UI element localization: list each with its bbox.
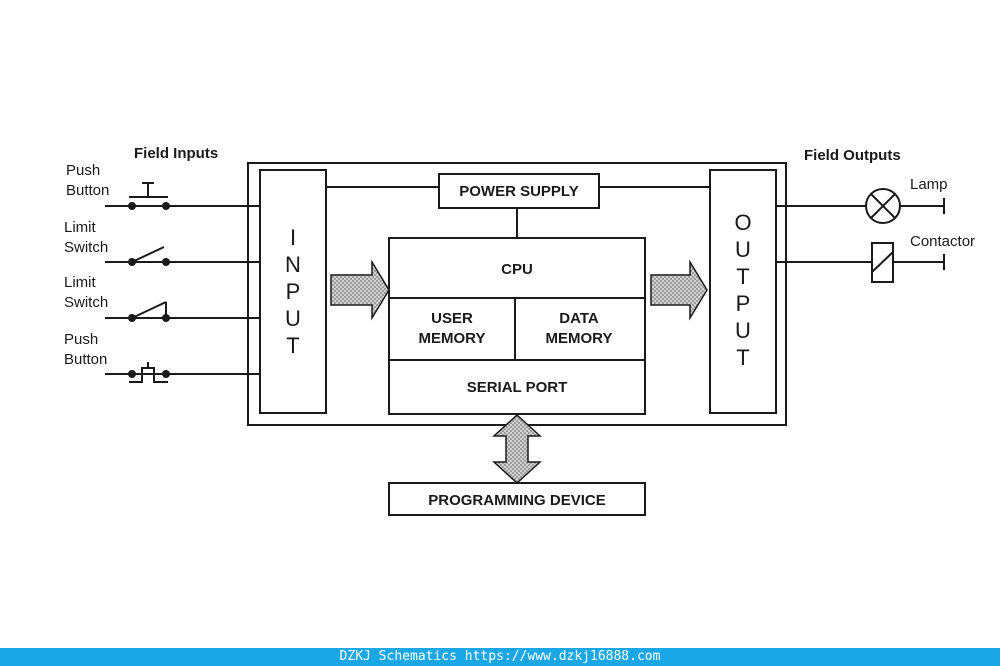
input-label-3-line1: Limit [64, 274, 97, 291]
input-letter: P [286, 279, 301, 304]
limit-switch-open-icon [131, 246, 165, 263]
output-letter: T [736, 345, 749, 370]
contactor-label: Contactor [910, 233, 975, 250]
serial-port-label: SERIAL PORT [467, 379, 568, 396]
input-to-cpu-arrow [330, 259, 390, 321]
cpu-label: CPU [501, 261, 533, 278]
data-memory-line2: MEMORY [546, 330, 613, 347]
data-memory-line1: DATA [559, 310, 599, 327]
lamp-label: Lamp [910, 176, 948, 193]
field-inputs-title: Field Inputs [134, 145, 218, 162]
programming-device-label: PROGRAMMING DEVICE [428, 492, 606, 509]
input-label-3-line2: Switch [64, 294, 108, 311]
field-outputs-title: Field Outputs [804, 147, 901, 164]
input-label-4-line1: Push [64, 331, 98, 348]
output-letter: U [735, 318, 751, 343]
output-letter: P [736, 291, 751, 316]
input-letter: U [285, 306, 301, 331]
contact-dots [128, 202, 170, 378]
limit-switch-closed-icon [131, 301, 167, 319]
power-supply-label: POWER SUPPLY [459, 183, 578, 200]
output-letter: O [734, 210, 751, 235]
lamp-icon [865, 188, 901, 224]
input-label-1-line1: Push [66, 162, 100, 179]
input-letter: N [285, 252, 301, 277]
input-letter: I [290, 225, 296, 250]
watermark-footer[interactable]: DZKJ Schematics https://www.dzkj16888.co… [0, 648, 1000, 666]
input-label-2-line2: Switch [64, 239, 108, 256]
output-letter: U [735, 237, 751, 262]
power-supply-box [438, 173, 600, 209]
plc-block-diagram: Field Inputs Field Outputs Push Button L… [64, 145, 975, 516]
input-label-2-line1: Limit [64, 219, 97, 236]
cpu-to-output-arrow [650, 259, 708, 321]
output-letter: T [736, 264, 749, 289]
push-button-no-icon [129, 182, 168, 198]
user-memory-line2: MEMORY [419, 330, 486, 347]
input-letter: T [286, 333, 299, 358]
input-label-4-line2: Button [64, 351, 107, 368]
serial-bidirectional-arrow [492, 413, 542, 485]
push-button-nc-icon [129, 362, 168, 383]
input-module [259, 169, 327, 414]
contactor-coil-icon [871, 242, 894, 283]
input-label-1-line2: Button [66, 182, 109, 199]
output-module [709, 169, 777, 414]
user-memory-line1: USER [431, 310, 473, 327]
